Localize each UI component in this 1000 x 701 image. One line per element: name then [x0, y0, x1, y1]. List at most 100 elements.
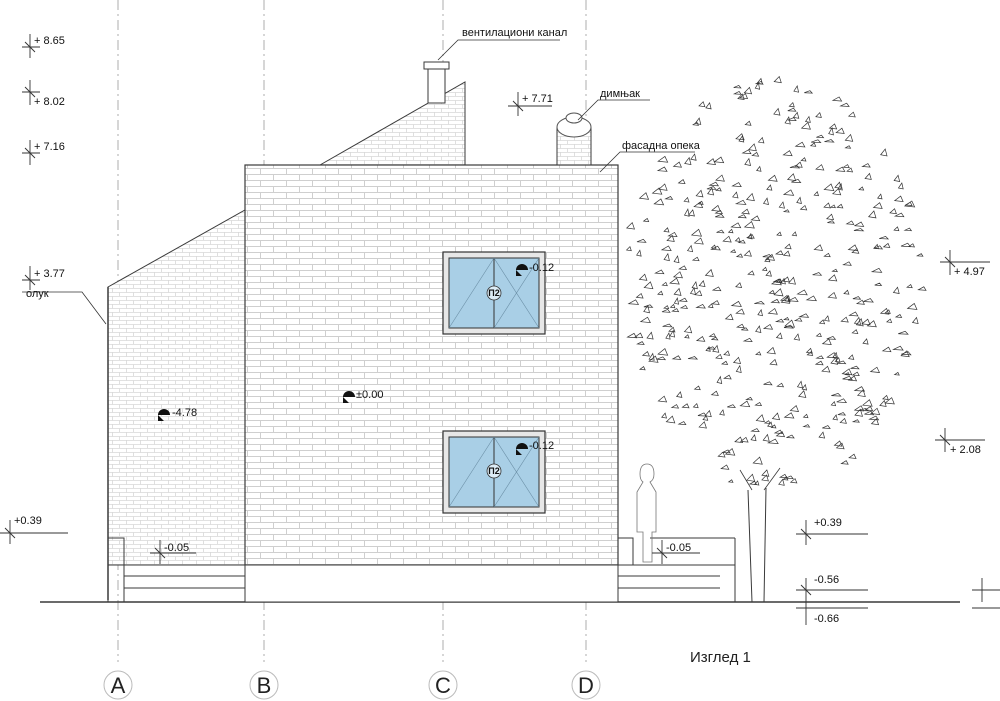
leaf: [665, 332, 671, 340]
leaf: [732, 191, 739, 199]
leaf: [823, 315, 830, 322]
leaf: [814, 360, 824, 366]
leaf: [627, 299, 640, 305]
leaf: [746, 473, 756, 482]
leaf: [704, 268, 714, 277]
leaf: [695, 189, 704, 198]
leaf: [693, 201, 704, 209]
leaf: [836, 398, 848, 403]
leaf: [809, 142, 817, 147]
leaf: [656, 356, 667, 361]
leaf: [843, 289, 850, 295]
leaf: [786, 173, 797, 182]
leaf: [848, 453, 857, 459]
leaf: [715, 213, 725, 218]
leaf: [892, 345, 904, 351]
leaf: [739, 92, 749, 100]
leaf: [793, 85, 800, 93]
leaf: [677, 179, 686, 185]
leaf: [664, 196, 674, 200]
leaf: [832, 351, 839, 359]
leaf: [626, 332, 638, 339]
leaf: [844, 133, 854, 142]
leaf: [687, 356, 699, 360]
leaf: [773, 75, 782, 84]
leaf: [893, 226, 900, 232]
leaf: [639, 366, 646, 371]
leaf: [897, 182, 904, 190]
leaf: [713, 156, 725, 164]
leaf: [792, 111, 800, 119]
leaf: [823, 252, 831, 258]
leaf: [884, 309, 891, 314]
leaf: [672, 271, 683, 279]
leaf: [786, 434, 795, 439]
leaf: [789, 478, 798, 484]
leaf: [669, 277, 680, 285]
leaf: [754, 401, 763, 407]
leaf: [707, 303, 714, 309]
leaf: [836, 203, 844, 209]
leaf: [747, 232, 753, 240]
leaf: [778, 201, 785, 209]
leaf: [638, 192, 650, 200]
leaf: [661, 412, 667, 419]
leaf: [742, 337, 753, 342]
leaf: [864, 172, 872, 180]
leaf: [837, 360, 847, 365]
leaf: [730, 222, 742, 229]
leaf: [794, 141, 806, 148]
leaf: [770, 424, 777, 429]
leaf: [851, 247, 860, 254]
leaf: [661, 281, 668, 287]
leaf: [719, 409, 725, 416]
leaf: [766, 184, 773, 191]
leaf: [893, 195, 904, 202]
leaf: [775, 278, 783, 284]
leaf: [815, 332, 822, 338]
leaf: [657, 290, 664, 296]
leaf: [708, 181, 720, 187]
leaf: [885, 318, 893, 323]
leaf: [710, 245, 721, 251]
level-012-lower: -0.12: [529, 440, 554, 452]
leaf: [780, 296, 791, 304]
leaf: [776, 231, 782, 237]
level-005-left: -0.05: [164, 542, 189, 554]
leaf: [868, 415, 880, 421]
leaf: [907, 243, 916, 248]
leaf: [782, 250, 791, 257]
leaf: [840, 460, 849, 465]
leaf: [724, 447, 736, 456]
leaf: [689, 287, 696, 295]
leaf: [815, 355, 825, 360]
leaf: [657, 348, 669, 356]
leaf: [813, 244, 824, 251]
leaf: [806, 351, 814, 356]
leaf: [879, 307, 890, 315]
leaf: [845, 220, 855, 225]
level-771: + 7.71: [522, 93, 553, 105]
leaf: [665, 415, 676, 424]
leaf: [824, 139, 835, 143]
leaf: [686, 244, 694, 253]
leaf: [683, 208, 690, 217]
leaf: [904, 201, 913, 206]
leaf: [635, 292, 644, 299]
leaf: [734, 199, 747, 205]
leaf: [755, 325, 762, 333]
leaf: [638, 273, 648, 281]
leaf: [800, 157, 807, 162]
leaf: [657, 395, 668, 403]
leaf: [828, 126, 834, 136]
leaf: [835, 166, 846, 172]
leaf: [735, 364, 742, 373]
leaf: [862, 338, 869, 345]
leaf: [853, 386, 866, 392]
leaf: [861, 163, 871, 168]
leaf: [723, 374, 732, 380]
leaf: [768, 289, 775, 295]
leaf: [894, 314, 903, 318]
leaf: [651, 187, 663, 195]
level-005-right: -0.05: [666, 542, 691, 554]
